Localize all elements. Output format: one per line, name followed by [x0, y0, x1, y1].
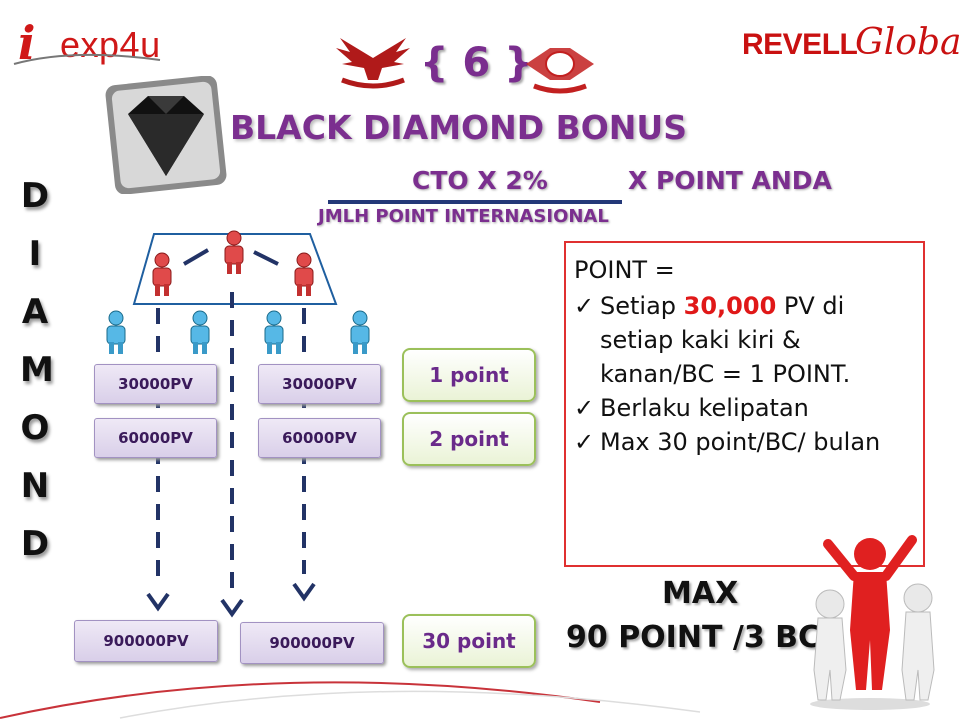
iexp4u-logo-prefix: i — [18, 16, 36, 70]
formula-multiplier: X POINT ANDA — [628, 166, 832, 195]
arrow-down-left-icon — [146, 592, 170, 612]
rule-item-1-suffix: PV di setiap kaki kiri & kanan/BC = 1 PO… — [600, 292, 851, 388]
pv-box-right-900000: 900000PV — [240, 622, 384, 664]
iexp4u-logo: i exp4u — [12, 16, 212, 70]
rules-heading: POINT = — [574, 256, 675, 284]
pv-box-left-60000: 60000PV — [94, 418, 217, 458]
checkmark-icon: ✓ — [574, 394, 595, 422]
vertical-letter-d1: D — [20, 176, 50, 216]
connector-line-left — [182, 248, 210, 266]
rule-item-1-text: Setiap 30,000 PV di setiap kaki kiri & k… — [600, 289, 915, 391]
revell-global-rgn-emblem-icon — [526, 48, 594, 94]
revell-global-logo: REVELL Global — [742, 22, 960, 70]
person-blue-3 — [264, 310, 284, 355]
vertical-letter-n: N — [20, 466, 50, 506]
bottom-decorative-curve — [0, 681, 701, 719]
rule-item-2-text: Berlaku kelipatan — [600, 394, 809, 422]
formula-denominator: JMLH POINT INTERNASIONAL — [318, 206, 609, 227]
point-box-2: 2 point — [402, 412, 536, 466]
upline-group-outline — [132, 233, 338, 305]
slide-number: { 6 } — [420, 40, 533, 86]
network-tree-diagram — [106, 230, 370, 618]
person-blue-4 — [350, 310, 370, 355]
rajawali-eagle-emblem-icon — [336, 38, 410, 89]
revell-logo-script: Global — [855, 22, 960, 63]
arrow-down-right-icon — [292, 582, 316, 602]
vertical-letter-d2: D — [20, 524, 50, 564]
pv-box-left-900000: 900000PV — [74, 620, 218, 662]
vertical-letter-i: I — [28, 234, 42, 274]
vertical-letter-o: O — [20, 408, 50, 448]
formula-numerator: CTO X 2% — [412, 166, 548, 195]
point-box-30: 30 point — [402, 614, 536, 668]
rule-item-3: ✓ Max 30 point/BC/ bulan — [574, 425, 915, 459]
connector-line-right — [253, 250, 279, 266]
pv-box-right-60000: 60000PV — [258, 418, 381, 458]
rule-item-1: ✓ Setiap 30,000 PV di setiap kaki kiri &… — [574, 289, 915, 391]
checkmark-icon: ✓ — [574, 292, 595, 320]
fraction-line — [328, 200, 622, 204]
point-box-1: 1 point — [402, 348, 536, 402]
arrow-down-center-icon — [220, 598, 244, 618]
person-blue-2 — [190, 310, 210, 355]
max-points-text: 90 POINT /3 BC — [566, 620, 821, 655]
pv-box-right-30000: 30000PV — [258, 364, 381, 404]
vertical-letter-m: M — [20, 350, 54, 390]
person-red-left — [152, 252, 172, 297]
max-heading: MAX — [662, 576, 739, 611]
person-red-right — [294, 252, 314, 297]
rule-item-2: ✓ Berlaku kelipatan — [574, 391, 915, 425]
page-title: BLACK DIAMOND BONUS — [230, 108, 687, 147]
cheering-figures-illustration — [810, 535, 935, 710]
rule-item-1-prefix: Setiap — [600, 292, 684, 320]
checkmark-icon: ✓ — [574, 428, 595, 456]
rule-item-3-text: Max 30 point/BC/ bulan — [600, 428, 881, 456]
person-blue-1 — [106, 310, 126, 355]
pv-box-left-30000: 30000PV — [94, 364, 217, 404]
revell-logo-bold: REVELL — [742, 28, 858, 61]
logo-swoosh-icon — [13, 53, 161, 65]
rule-item-1-highlight: 30,000 — [683, 292, 777, 320]
rules-box: POINT = ✓ Setiap 30,000 PV di setiap kak… — [564, 241, 925, 567]
black-diamond-image-icon — [105, 76, 227, 194]
person-red-top — [224, 230, 244, 275]
vertical-letter-a: A — [21, 292, 49, 332]
